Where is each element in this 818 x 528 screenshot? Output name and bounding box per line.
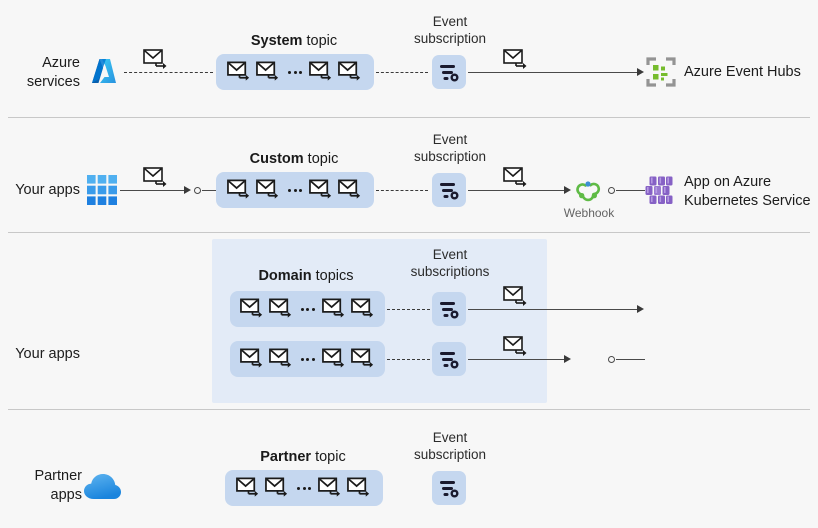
source-label-your-apps: Your apps xyxy=(15,182,80,198)
webhook-label: Webhook xyxy=(563,206,615,220)
topic-box-domain-1 xyxy=(230,291,385,327)
envelope-icon xyxy=(350,298,376,320)
event-envelope-icon xyxy=(503,286,529,308)
topic-title-system: System topic xyxy=(216,33,372,49)
event-filter-icon xyxy=(432,292,466,326)
connector-webhook-to-destination xyxy=(616,189,645,191)
connector-subscription-to-webhook xyxy=(468,189,567,191)
topic-box-domain-2 xyxy=(230,341,385,377)
event-hubs-icon xyxy=(645,56,677,88)
topic-box-custom xyxy=(216,172,374,208)
subscription-label-custom: Event subscription xyxy=(413,132,487,164)
event-filter-icon xyxy=(432,471,466,505)
event-envelope-icon xyxy=(143,167,169,189)
row-domain-topics: Your apps Domain topics Event subscripti… xyxy=(0,233,818,410)
envelope-icon xyxy=(268,348,294,370)
ellipsis-icon xyxy=(285,188,305,192)
topic-title-rest: topics xyxy=(311,268,354,284)
connector-source-to-topic xyxy=(124,72,213,73)
connector-domain1-to-subscription xyxy=(387,309,430,310)
arrowhead-icon xyxy=(564,354,571,363)
event-envelope-icon xyxy=(143,49,169,71)
source-label-your-apps: Your apps xyxy=(15,346,80,362)
topic-title-bold: System xyxy=(250,33,303,49)
envelope-icon xyxy=(256,179,281,201)
row-custom-topic: Your apps Custom topic xyxy=(0,118,818,233)
webhook-icon xyxy=(574,176,602,204)
connector-source-to-topic xyxy=(120,189,186,191)
topic-title-custom: Custom topic xyxy=(216,151,372,167)
envelope-icon xyxy=(318,477,343,499)
envelope-icon xyxy=(236,477,261,499)
topic-title-domain: Domain topics xyxy=(228,268,384,284)
arrowhead-icon xyxy=(184,185,191,194)
event-envelope-icon xyxy=(503,336,529,358)
ellipsis-icon xyxy=(294,486,314,490)
ellipsis-icon xyxy=(285,70,305,74)
connector-topic-to-subscription xyxy=(376,72,428,73)
envelope-icon xyxy=(227,61,252,83)
source-label-partner-apps: Partner apps xyxy=(34,468,82,503)
apps-grid-blue-icon xyxy=(87,175,117,205)
connector-domain2-to-subscription xyxy=(387,359,430,360)
event-filter-icon xyxy=(432,342,466,376)
envelope-icon xyxy=(256,61,281,83)
arrowhead-icon xyxy=(637,67,644,76)
arrowhead-icon xyxy=(564,185,571,194)
envelope-icon xyxy=(227,179,252,201)
event-envelope-icon xyxy=(503,49,529,71)
topic-title-rest: topic xyxy=(302,33,338,49)
topic-title-bold: Partner xyxy=(260,449,312,465)
envelope-icon xyxy=(268,298,294,320)
connector-subscription-to-webhook xyxy=(468,358,567,360)
envelope-icon xyxy=(239,298,265,320)
connector-dot xyxy=(194,186,201,194)
envelope-icon xyxy=(350,348,376,370)
envelope-icon xyxy=(309,61,334,83)
envelope-icon xyxy=(309,179,334,201)
row-divider xyxy=(8,232,810,233)
topic-title-bold: Custom xyxy=(249,151,304,167)
arrowhead-icon xyxy=(637,304,644,313)
connector-subscription-to-function-apps xyxy=(468,308,640,310)
connector-dot xyxy=(608,186,615,194)
connector-subscription-to-destination xyxy=(468,71,640,73)
subscription-label-domain: Event subscriptions xyxy=(410,247,490,279)
connector-dot xyxy=(608,355,615,363)
aks-icon xyxy=(645,175,677,205)
topic-title-partner: Partner topic xyxy=(225,449,381,465)
envelope-icon xyxy=(239,348,265,370)
subscription-label-system: Event subscription xyxy=(413,14,487,46)
azure-logo-icon xyxy=(86,55,120,89)
source-label-azure-services: Azure services xyxy=(26,55,80,90)
row-partner-topic: Partner apps Partner topic xyxy=(0,410,818,528)
connector-topic-to-subscription xyxy=(376,190,428,191)
event-filter-icon xyxy=(432,55,466,89)
topic-title-bold: Domain xyxy=(258,268,312,284)
envelope-icon xyxy=(321,298,347,320)
connector-webhook-to-logic-apps xyxy=(616,358,645,360)
event-envelope-icon xyxy=(503,167,529,189)
envelope-icon xyxy=(321,348,347,370)
envelope-icon xyxy=(265,477,290,499)
event-filter-icon xyxy=(432,173,466,207)
destination-label-event-hubs: Azure Event Hubs xyxy=(684,64,801,80)
topic-box-system xyxy=(216,54,374,90)
row-divider xyxy=(8,409,810,410)
subscription-label-partner: Event subscription xyxy=(413,430,487,462)
topic-title-rest: topic xyxy=(303,151,339,167)
ellipsis-icon xyxy=(298,357,318,361)
envelope-icon xyxy=(338,179,363,201)
topic-box-partner xyxy=(225,470,383,506)
row-system-topic: Azure services xyxy=(0,0,818,118)
connector-dot-to-topic xyxy=(202,189,216,191)
row-divider xyxy=(8,117,810,118)
envelope-icon xyxy=(338,61,363,83)
cloud-icon xyxy=(84,473,122,501)
destination-label-aks: App on Azure Kubernetes Service xyxy=(684,174,811,209)
topic-title-rest: topic xyxy=(311,449,346,465)
envelope-icon xyxy=(347,477,372,499)
ellipsis-icon xyxy=(298,307,318,311)
